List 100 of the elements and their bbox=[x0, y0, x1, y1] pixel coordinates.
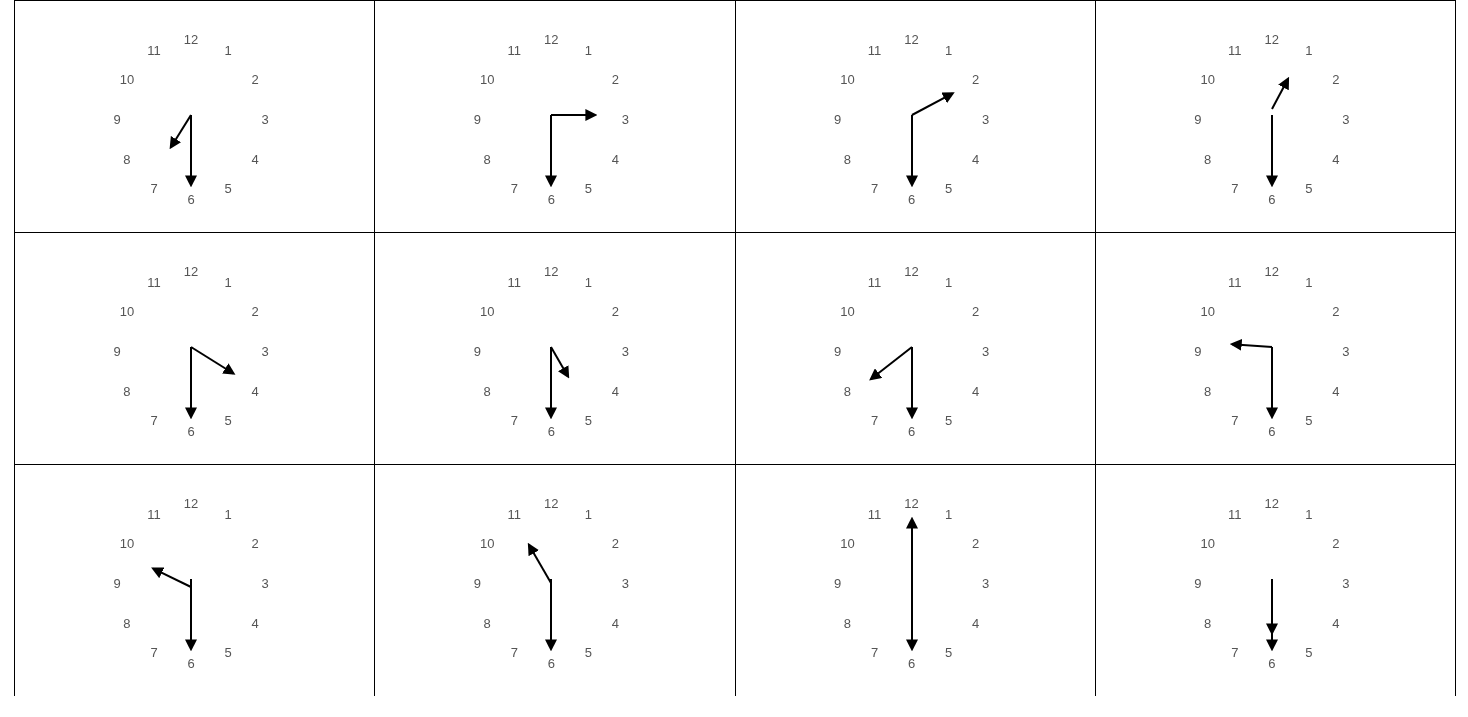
clock-number: 4 bbox=[971, 384, 980, 398]
clock-number: 12 bbox=[904, 264, 919, 278]
clock-number: 8 bbox=[1204, 152, 1212, 166]
clock-number: 1 bbox=[944, 275, 953, 289]
clock-number: 11 bbox=[507, 43, 521, 57]
clock-number: 5 bbox=[584, 645, 592, 659]
clock-number: 1 bbox=[224, 507, 232, 521]
clock-number: 12 bbox=[1264, 496, 1279, 510]
clock-number: 10 bbox=[479, 72, 495, 86]
clock-number: 2 bbox=[611, 72, 619, 86]
clock-number: 4 bbox=[1332, 384, 1340, 398]
clock-number: 7 bbox=[870, 645, 879, 659]
clock-number: 9 bbox=[473, 576, 481, 590]
clock-number: 9 bbox=[473, 344, 481, 358]
clock-number: 7 bbox=[1231, 181, 1239, 195]
clock-number: 10 bbox=[479, 304, 495, 318]
clock-number: 9 bbox=[833, 112, 842, 126]
clock-number: 1 bbox=[944, 43, 953, 57]
clock-number: 5 bbox=[944, 645, 953, 659]
clock-number: 4 bbox=[611, 152, 619, 166]
clock-number: 2 bbox=[971, 304, 980, 318]
clock-number: 3 bbox=[261, 112, 269, 126]
clock-number: 3 bbox=[261, 344, 269, 358]
clock-number: 8 bbox=[123, 384, 131, 398]
clock-number: 6 bbox=[187, 656, 195, 670]
clock-number: 3 bbox=[981, 112, 990, 126]
clock-number: 11 bbox=[147, 507, 161, 521]
clock-number: 6 bbox=[1268, 424, 1276, 438]
clock-number: 6 bbox=[907, 192, 916, 206]
clock-number: 8 bbox=[123, 616, 131, 630]
clock-number: 4 bbox=[611, 616, 619, 630]
clock-number: 3 bbox=[981, 344, 990, 358]
clock-number: 7 bbox=[870, 413, 879, 427]
clock-number: 8 bbox=[483, 616, 491, 630]
clock-number: 8 bbox=[843, 616, 851, 630]
clock-number: 4 bbox=[251, 152, 259, 166]
clock-number: 11 bbox=[867, 507, 882, 521]
clock-number: 12 bbox=[544, 496, 559, 510]
clock-number: 1 bbox=[584, 43, 592, 57]
clock-number: 2 bbox=[251, 304, 259, 318]
clock-number: 2 bbox=[251, 72, 259, 86]
clock-number: 7 bbox=[150, 413, 158, 427]
clock-number: 8 bbox=[483, 384, 491, 398]
clock-number: 4 bbox=[971, 152, 980, 166]
clock-number: 11 bbox=[507, 275, 521, 289]
clock-number: 4 bbox=[1332, 616, 1340, 630]
clock-number: 10 bbox=[479, 536, 495, 550]
clock-number: 11 bbox=[867, 43, 882, 57]
clock-number: 1 bbox=[224, 43, 232, 57]
clock-number: 5 bbox=[224, 413, 232, 427]
clock-number: 3 bbox=[621, 112, 629, 126]
clock-number: 3 bbox=[621, 576, 629, 590]
clock-number: 12 bbox=[544, 32, 559, 46]
clock-number: 9 bbox=[1194, 576, 1202, 590]
clock-number: 6 bbox=[187, 424, 195, 438]
clock-number: 7 bbox=[1231, 413, 1239, 427]
clock-number: 3 bbox=[621, 344, 629, 358]
clock-number: 2 bbox=[611, 536, 619, 550]
clock-number: 12 bbox=[1264, 264, 1279, 278]
clock-number: 8 bbox=[123, 152, 131, 166]
clock-number: 5 bbox=[1305, 645, 1313, 659]
clock-number: 8 bbox=[483, 152, 491, 166]
clock-number: 10 bbox=[119, 304, 135, 318]
clock-number: 5 bbox=[1305, 181, 1313, 195]
clock-number: 10 bbox=[840, 72, 855, 86]
clock-number: 4 bbox=[1332, 152, 1340, 166]
clock-number: 12 bbox=[183, 496, 199, 510]
clock-number: 10 bbox=[840, 536, 855, 550]
clock-number: 9 bbox=[833, 576, 842, 590]
clock-number: 1 bbox=[584, 507, 592, 521]
clock-number: 6 bbox=[1268, 192, 1276, 206]
clock-number: 2 bbox=[611, 304, 619, 318]
clock-number: 7 bbox=[870, 181, 879, 195]
clock-number: 1 bbox=[944, 507, 953, 521]
clock-number: 3 bbox=[1342, 344, 1350, 358]
clock-number: 10 bbox=[119, 536, 135, 550]
clock-number: 2 bbox=[1332, 72, 1340, 86]
clock-number: 11 bbox=[147, 275, 161, 289]
clock-number: 6 bbox=[187, 192, 195, 206]
clock-number: 6 bbox=[547, 424, 555, 438]
clock-number: 1 bbox=[1305, 43, 1313, 57]
clock-number: 2 bbox=[251, 536, 259, 550]
clock-number: 11 bbox=[1228, 507, 1242, 521]
clock-number: 4 bbox=[611, 384, 619, 398]
clock-number: 9 bbox=[1194, 112, 1202, 126]
clock-number: 6 bbox=[547, 192, 555, 206]
clock-number: 12 bbox=[1264, 32, 1279, 46]
clock-number: 5 bbox=[944, 181, 953, 195]
clock-number: 11 bbox=[867, 275, 882, 289]
clock-number: 7 bbox=[510, 413, 518, 427]
clock-number: 12 bbox=[183, 32, 199, 46]
clock-number: 10 bbox=[1200, 72, 1215, 86]
clock-number: 9 bbox=[113, 344, 121, 358]
clock-number: 12 bbox=[904, 496, 919, 510]
clock-number: 5 bbox=[584, 413, 592, 427]
clock-number: 8 bbox=[843, 152, 851, 166]
clock-number: 11 bbox=[1228, 43, 1242, 57]
clock-number: 11 bbox=[147, 43, 161, 57]
clock-number: 9 bbox=[113, 576, 121, 590]
clock-number: 9 bbox=[113, 112, 121, 126]
